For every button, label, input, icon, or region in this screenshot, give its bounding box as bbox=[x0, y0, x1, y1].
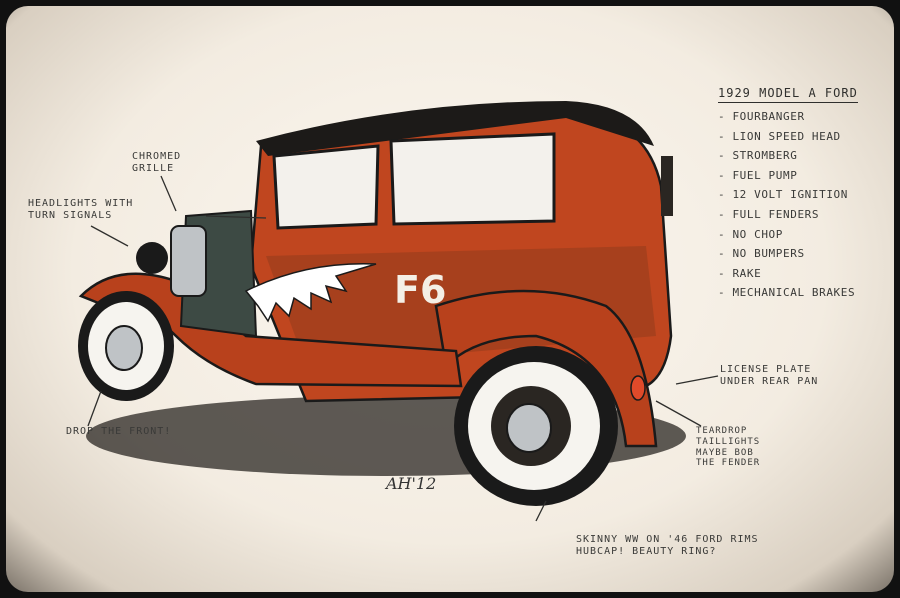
sketch-paper: F6 Chromed grille Headlights with turn s… bbox=[6, 6, 894, 592]
spec-item: - Mechanical brakes bbox=[718, 286, 856, 300]
rear-fender bbox=[434, 289, 658, 448]
annotation-drop-front: Drop the front! bbox=[66, 426, 172, 437]
artist-signature: AH'12 bbox=[386, 474, 437, 493]
annotation-grille: Chromed grille bbox=[132, 151, 182, 174]
headlight bbox=[136, 242, 168, 274]
spec-item: - Rake bbox=[718, 266, 762, 280]
spec-item: - Lion speed head bbox=[718, 129, 841, 143]
annotation-headlights: Headlights with turn signals bbox=[28, 198, 134, 221]
spec-item: - No bumpers bbox=[718, 247, 805, 261]
spec-item: - Stromberg bbox=[718, 149, 798, 163]
taillight bbox=[630, 375, 646, 401]
annotation-license: License plate under rear pan bbox=[720, 364, 819, 387]
chrome-grille bbox=[170, 225, 207, 297]
annotation-taillights: Teardrop taillights maybe bob the fender bbox=[696, 426, 761, 469]
annotation-wheels: Skinny WW on '46 Ford rims Hubcap! Beaut… bbox=[576, 534, 759, 557]
front-wheel bbox=[78, 291, 174, 401]
spec-item: - No chop bbox=[718, 227, 784, 241]
shark-mouth bbox=[244, 262, 377, 323]
spec-item: - Fourbanger bbox=[718, 110, 805, 123]
spec-title: 1929 Model A Ford bbox=[718, 86, 858, 103]
spec-item: - Fuel pump bbox=[718, 168, 798, 182]
spec-item: - Full fenders bbox=[718, 207, 820, 221]
spec-list: - Fourbanger - Lion speed head - Strombe… bbox=[718, 110, 855, 306]
rear-window bbox=[389, 132, 556, 226]
front-window bbox=[272, 144, 380, 230]
side-vent bbox=[661, 156, 673, 216]
spec-item: - 12 volt ignition bbox=[718, 188, 849, 202]
car-illustration bbox=[78, 101, 719, 522]
leader-lines bbox=[87, 175, 719, 522]
door-number: F6 bbox=[394, 268, 447, 312]
rear-wheel bbox=[454, 346, 618, 506]
car-roof bbox=[256, 101, 654, 156]
